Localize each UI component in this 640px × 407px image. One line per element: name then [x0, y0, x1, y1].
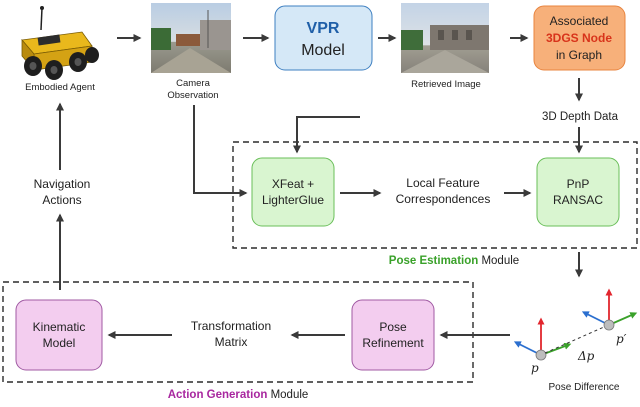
navigation-actions-line2: Actions: [42, 193, 81, 207]
vpr-model-label: Model: [301, 42, 345, 59]
embodied-agent-label: Embodied Agent: [25, 82, 95, 93]
pnp-box: [536, 157, 620, 227]
vpr-model-box: [274, 5, 373, 71]
arrow-camera-to-xfeat: [193, 105, 248, 197]
transformation-line2: Matrix: [215, 335, 248, 349]
kinematic-line1: Kinematic: [33, 320, 86, 334]
pose-estimation-module-label: Pose Estimation Module: [389, 255, 519, 267]
camera-observation-line1: Camera: [176, 78, 211, 89]
camera-observation-line2: Observation: [167, 90, 218, 101]
in-graph-label: in Graph: [556, 48, 602, 62]
transformation-line1: Transformation: [191, 319, 271, 333]
pnp-line1: PnP: [567, 177, 590, 191]
camera-observation-image: [151, 3, 231, 73]
retrieved-image-label: Retrieved Image: [411, 79, 481, 90]
local-feature-line1: Local Feature: [406, 176, 480, 190]
pose-refinement-box: [351, 299, 435, 371]
xfeat-box: [251, 157, 335, 227]
robot-image: [21, 6, 99, 80]
p-label: p: [531, 361, 539, 375]
arrows: [56, 34, 583, 339]
vpr-title: VPR: [307, 20, 340, 37]
local-feature-line2: Correspondences: [396, 192, 491, 206]
associated-node-box: [533, 5, 626, 71]
action-generation-frame: [2, 281, 474, 383]
pose-refinement-line1: Pose: [379, 320, 407, 334]
associated-label: Associated: [550, 14, 609, 28]
p-prime-label: p′: [616, 332, 627, 346]
pose-refinement-line2: Refinement: [362, 336, 424, 350]
pose-difference-figure: [513, 288, 638, 361]
kinematic-model-box: [15, 299, 103, 371]
action-generation-module-label: Action Generation Module: [168, 389, 309, 401]
delta-p-label: Δp: [577, 349, 595, 363]
3dgs-node-label: 3DGS Node: [546, 31, 612, 45]
pose-difference-label: Pose Difference: [549, 382, 620, 393]
pose-estimation-frame: [232, 141, 638, 249]
xfeat-line2: LighterGlue: [262, 193, 324, 207]
pnp-line2: RANSAC: [553, 193, 603, 207]
xfeat-line1: XFeat +: [272, 177, 314, 191]
retrieved-image: [401, 3, 489, 73]
navigation-actions-line1: Navigation: [34, 177, 91, 191]
kinematic-line2: Model: [43, 336, 76, 350]
depth-data-label: 3D Depth Data: [542, 111, 619, 123]
arrow-retrieved-to-xfeat: [293, 116, 360, 154]
